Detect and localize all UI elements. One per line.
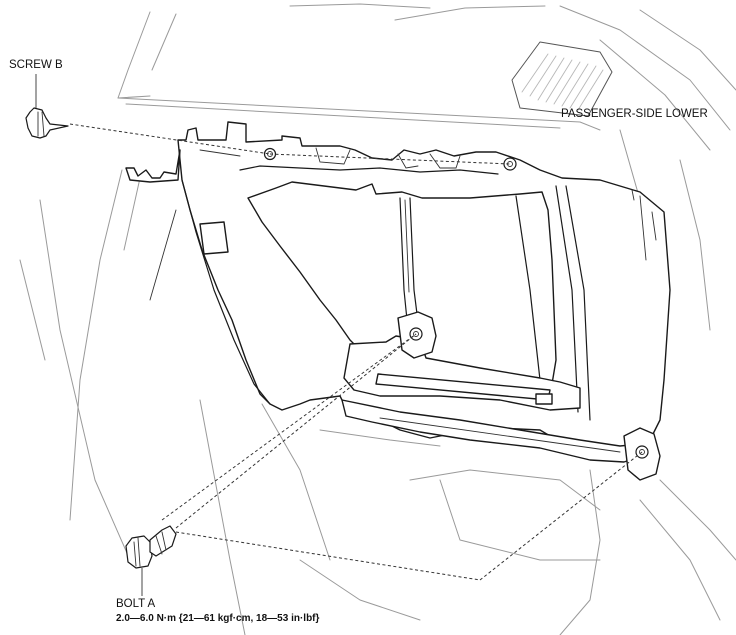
bolt-bracket-lower — [623, 427, 661, 481]
torque-spec-label: 2.0—6.0 N·m {21—61 kgf·cm, 18—53 in·lbf} — [116, 613, 320, 624]
passenger-side-lower-panel — [125, 121, 671, 481]
bolt-a — [125, 525, 177, 569]
vehicle-interior-background — [19, 3, 736, 635]
passenger-side-lower-label: PASSENGER-SIDE LOWER — [561, 108, 708, 120]
screw-hole-right — [503, 157, 517, 171]
screw-b-label: SCREW B — [9, 59, 63, 71]
air-vent — [511, 41, 613, 117]
panel-cutout — [199, 221, 229, 255]
bolt-a-label: BOLT A — [116, 598, 156, 610]
alignment-dashed-lines — [69, 123, 643, 581]
bolt-bracket-upper — [397, 311, 437, 359]
screw-b — [25, 107, 69, 139]
